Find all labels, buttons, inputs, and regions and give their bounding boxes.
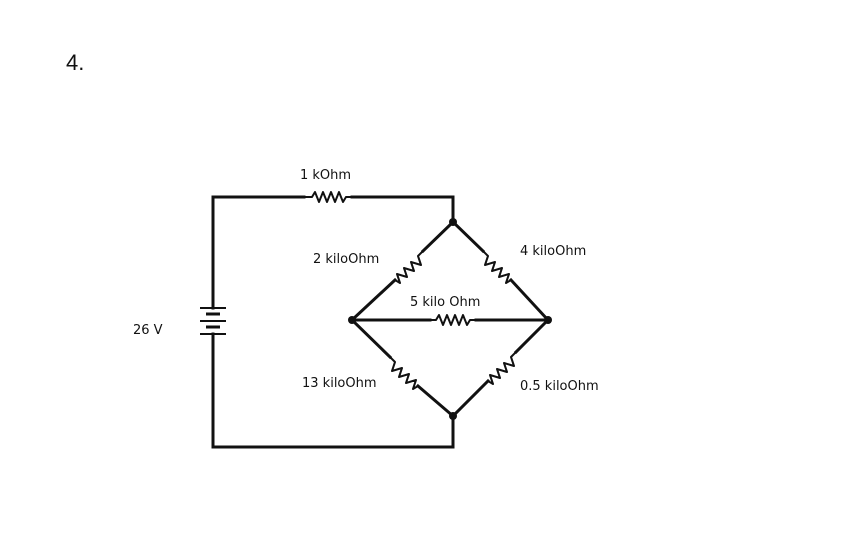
wire-lower-left-a: [349, 317, 393, 360]
resistor-lower-left: [389, 356, 419, 390]
node-left: [348, 316, 356, 324]
wire-left-lower: [211, 332, 455, 449]
wire-lower-left-b: [415, 383, 456, 419]
wire-upper-right-a: [450, 219, 486, 254]
node-top: [449, 218, 457, 226]
wire-top: [211, 195, 455, 224]
label-voltage-source: 26 V: [133, 323, 163, 338]
wire-upper-left-b: [349, 277, 398, 323]
label-bridge-resistor: 5 kilo Ohm: [410, 295, 480, 310]
label-lower-left-resistor: 13 kiloOhm: [302, 376, 377, 391]
resistor-upper-right: [482, 250, 512, 284]
wire-upper-left-a: [420, 219, 456, 254]
resistor-bridge: [430, 314, 476, 326]
label-lower-right-resistor: 0.5 kiloOhm: [520, 379, 599, 394]
resistor-upper-left: [394, 250, 424, 284]
wire-lower-right-a: [513, 317, 551, 355]
wire-upper-right-b: [508, 277, 551, 323]
resistor-lower-right: [487, 351, 517, 385]
node-right: [544, 316, 552, 324]
problem-number: 4.: [66, 50, 85, 75]
battery-symbol: [200, 307, 226, 335]
resistor-series: [304, 191, 352, 203]
label-upper-right-resistor: 4 kiloOhm: [520, 244, 586, 259]
label-upper-left-resistor: 2 kiloOhm: [313, 252, 379, 267]
node-bottom: [449, 412, 457, 420]
wire-lower-right-b: [450, 378, 491, 419]
label-series-resistor: 1 kOhm: [300, 168, 351, 183]
